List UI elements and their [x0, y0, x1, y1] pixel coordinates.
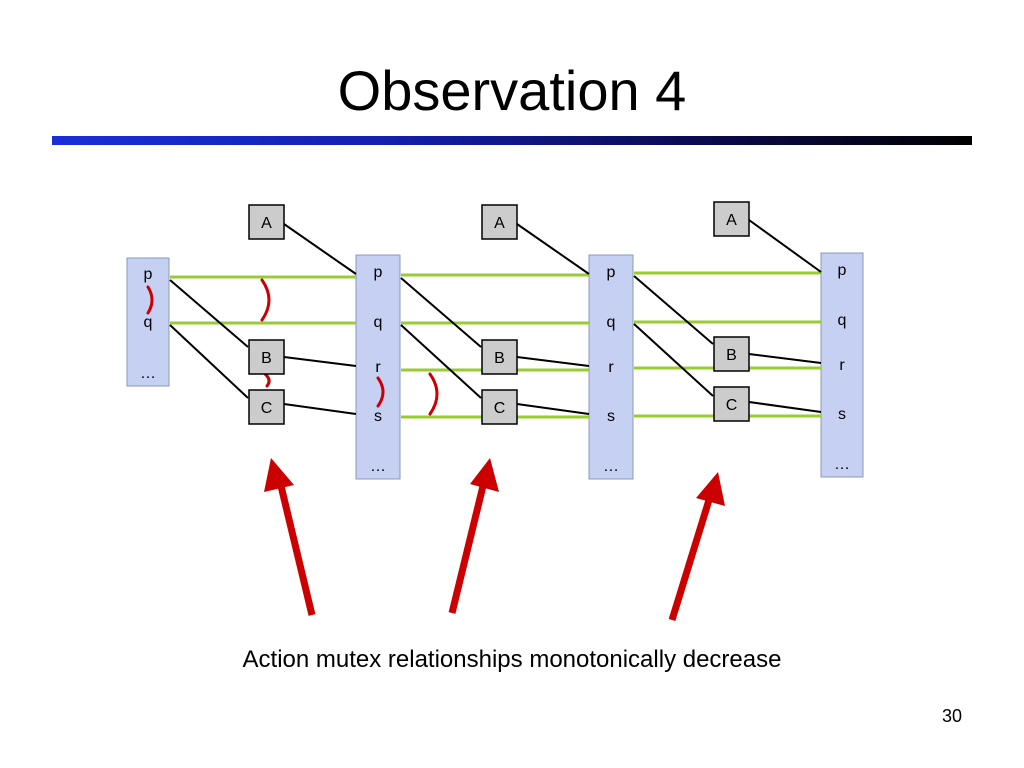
prop-label: … — [140, 365, 156, 382]
arrows — [264, 458, 725, 622]
mutex-arc-noops-layer1 — [260, 278, 271, 322]
edge-q-C1 — [169, 324, 249, 399]
prop-label: q — [374, 314, 383, 331]
prop-label: p — [374, 264, 383, 281]
prop-label: … — [603, 458, 619, 475]
prop-column-2 — [588, 254, 634, 480]
prop-column-1 — [355, 254, 401, 480]
prop-label: q — [838, 312, 847, 329]
mutex-arc-BC-layer1 — [263, 372, 271, 388]
edge-p-B3 — [633, 275, 714, 345]
arrow-shaft-1 — [277, 485, 316, 616]
prop-label: q — [607, 314, 616, 331]
prop-label: … — [370, 458, 386, 475]
slide-caption: Action mutex relationships monotonically… — [242, 646, 782, 673]
action-label: B — [726, 347, 737, 364]
edge-p-B1 — [169, 279, 249, 348]
prop-label: p — [607, 264, 616, 281]
prop-label: r — [375, 359, 381, 376]
arrow-head-1 — [264, 458, 294, 492]
action-box-B-3 — [713, 336, 750, 372]
edge-B1-r — [283, 356, 357, 367]
slide-title: Observation 4 — [337, 59, 687, 122]
mutex-arc-rs-level1 — [376, 376, 385, 408]
prop-label: p — [144, 266, 153, 283]
action-box-C-3 — [713, 386, 750, 422]
edge-A2-p — [516, 223, 590, 275]
prop-label: … — [834, 456, 850, 473]
action-box-A-3 — [713, 201, 750, 237]
edge-C2-s — [516, 403, 590, 415]
mutex-arc-pq-level0 — [146, 285, 154, 315]
action-label: C — [726, 397, 738, 414]
action-label: A — [261, 215, 272, 232]
arrow-head-2 — [470, 458, 499, 492]
action-label: B — [494, 350, 505, 367]
title-rule — [52, 136, 972, 145]
mutex-arcs — [146, 278, 439, 416]
action-box-A-1 — [248, 204, 285, 240]
prop-label: r — [608, 359, 614, 376]
edge-A1-p — [283, 223, 357, 275]
edge-C1-s — [283, 403, 357, 415]
page-number: 30 — [941, 706, 962, 726]
prop-label: p — [838, 262, 847, 279]
prop-label: s — [374, 408, 382, 425]
action-edges — [169, 219, 822, 415]
action-label: C — [261, 400, 273, 417]
mutex-arc-noops-layer2 — [428, 372, 439, 416]
action-box-C-1 — [248, 389, 285, 425]
action-box-B-2 — [481, 339, 518, 375]
prop-label: q — [144, 314, 153, 331]
action-label: A — [726, 212, 737, 229]
edge-C3-s — [748, 401, 822, 413]
action-label: C — [494, 400, 506, 417]
prop-label: s — [838, 406, 846, 423]
edge-B3-r — [748, 353, 822, 364]
action-label: A — [494, 215, 505, 232]
edge-q-C3 — [633, 323, 714, 397]
action-box-A-2 — [481, 204, 518, 240]
action-label: B — [261, 350, 272, 367]
arrow-shaft-3 — [668, 498, 713, 622]
edge-B2-r — [516, 356, 590, 367]
action-box-C-2 — [481, 389, 518, 425]
arrow-shaft-2 — [448, 485, 487, 614]
edge-q-C2 — [400, 324, 482, 399]
prop-column-3 — [820, 252, 864, 478]
action-boxes — [248, 201, 750, 425]
prop-label: s — [607, 408, 615, 425]
edge-A3-p — [748, 219, 822, 273]
arrow-head-3 — [696, 472, 725, 506]
action-box-B-1 — [248, 339, 285, 375]
prop-label: r — [839, 357, 845, 374]
edge-p-B2 — [400, 277, 482, 348]
prop-column-0 — [126, 257, 170, 387]
